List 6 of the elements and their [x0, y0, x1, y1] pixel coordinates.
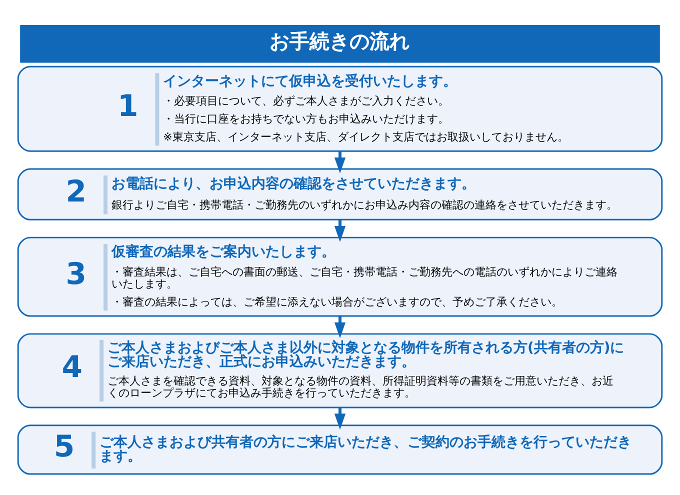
node-box: 5 ご本人さまおよび共有者の方にご来店いただき、ご契約のお手続きを行っていただきます。	[17, 424, 663, 475]
diagram-title: お手続きの流れ	[269, 30, 410, 53]
node-box: 1 インターネットにて仮申込を受付いたします。 ・必要項目について、必ずご本人さまがご入力ください。 ・当行に口座をお持ちでない方もお申込みいただけます。 ※東京支店、インターネット支店、ダイレクト支店ではお取扱いしておりません。	[17, 66, 663, 152]
node-box: 4 ご本人さまおよびご本人さま以外に対象となる物件を所有される方(共有者の方)にご来店いただき、正式にお申込みいただきます。 ご本人さまを確認できる資料、対象となる物件の資料、所得証明資料等の書類をご用意いただき、お近くのローンプラザにてお申込み手続きを行っていただきます。	[17, 333, 663, 408]
node-box: 3 仮審査の結果をご案内いたします。 ・審査結果は、ご自宅への書面の郵送、ご自宅・携帯電話・ご勤務先への電話のいずれかによりご連絡いたします。 ・審査の結果によっては、ご希望に添えない場合がございますので、予めご了承ください。	[17, 236, 663, 317]
node-box: 2 お電話により、お申込内容の確認をさせていただきます。 銀行よりご自宅・携帯電話・ご勤務先のいずれかにお申込み内容の確認の連絡をさせていただきます。	[17, 168, 663, 220]
